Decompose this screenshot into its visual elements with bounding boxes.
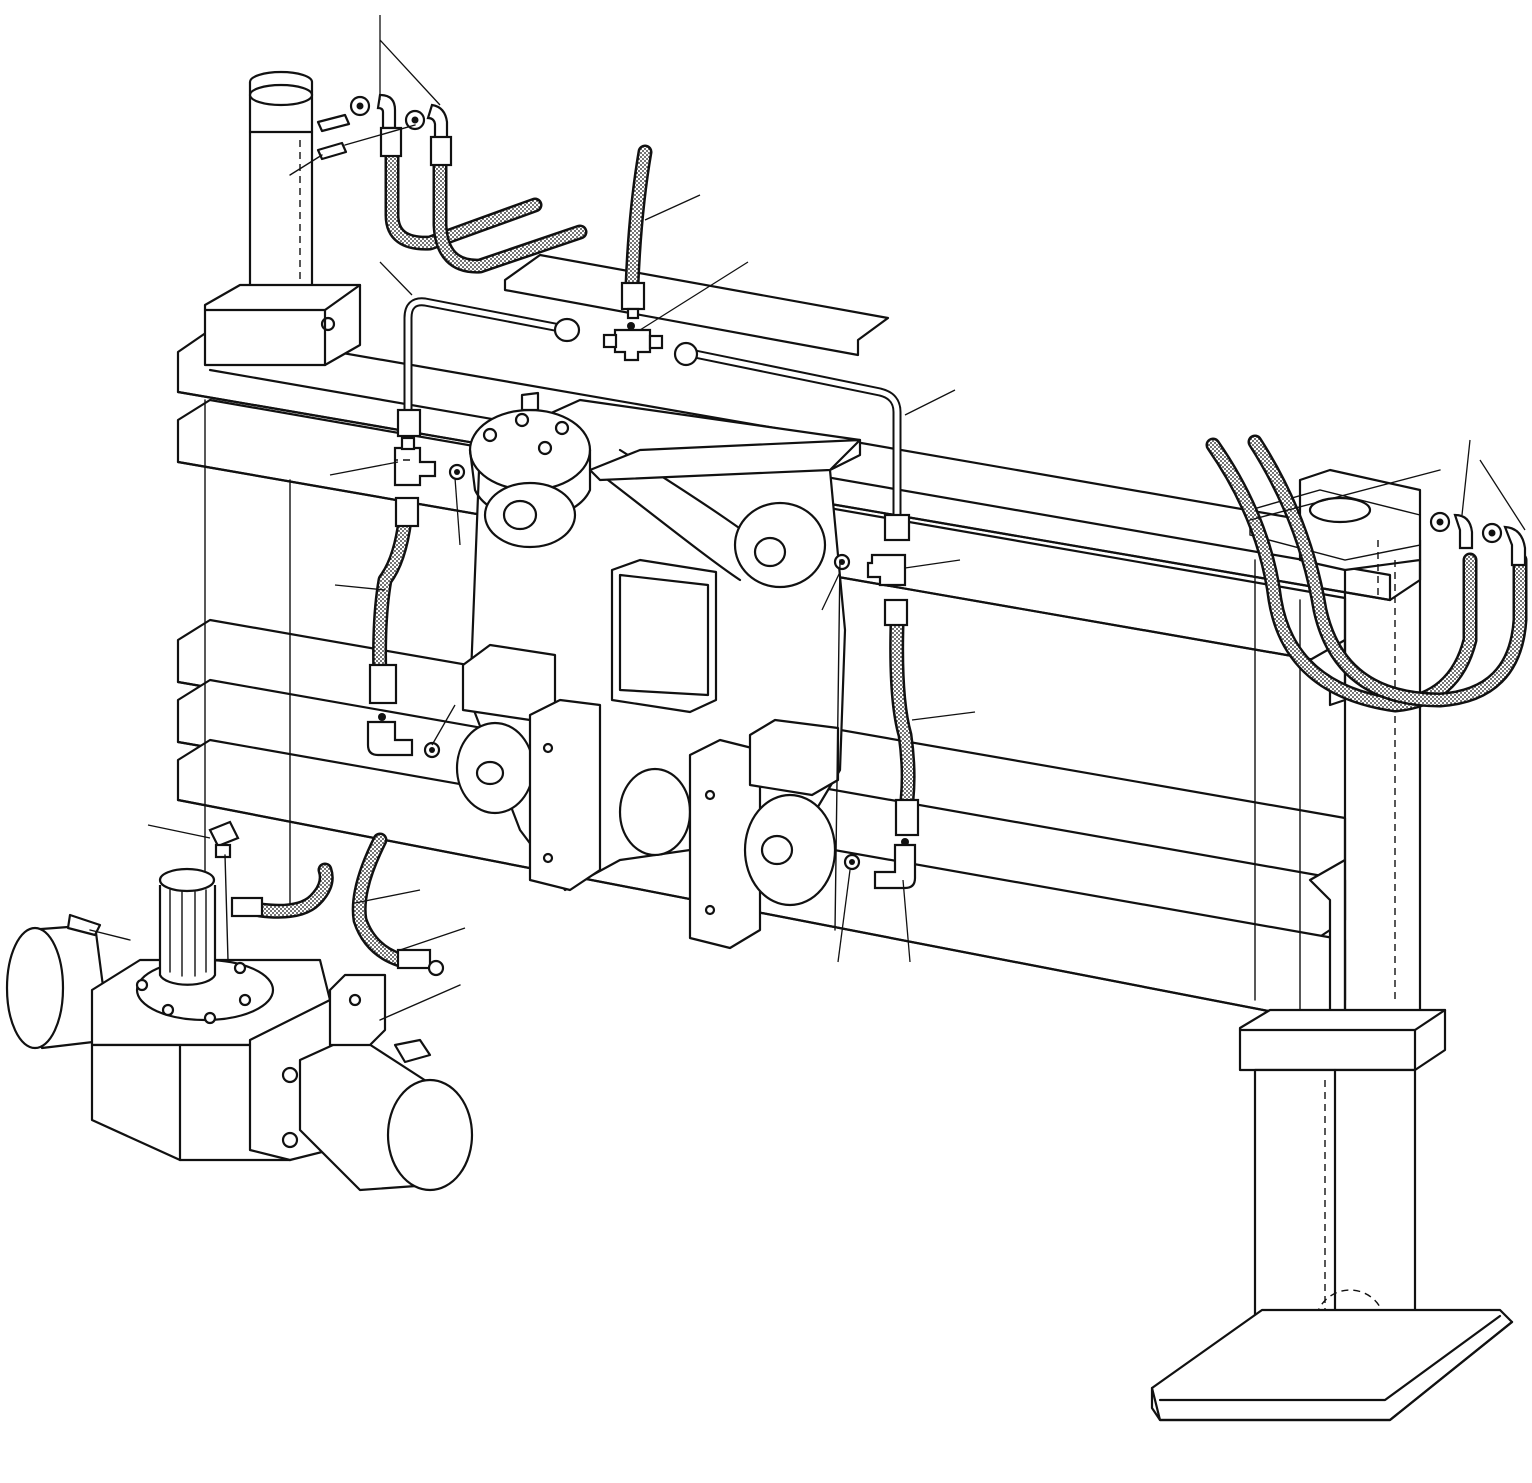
leader-upper-tee <box>639 261 749 331</box>
leader-right-hose-group <box>1461 439 1526 531</box>
fittings <box>208 93 1527 977</box>
leader-lower-right-elbow <box>902 879 911 963</box>
leader-left-hose <box>334 584 386 591</box>
left-column <box>203 70 362 367</box>
hoses <box>252 132 1528 968</box>
leader-lower-left-washer <box>431 704 456 746</box>
leader-right-hose <box>911 711 976 721</box>
leader-left-tee <box>329 461 399 476</box>
gearbox-motor-assembly <box>5 867 474 1192</box>
rigid-pipes <box>403 297 902 525</box>
leader-top-hose <box>644 194 701 221</box>
leader-lines <box>147 15 1526 963</box>
leader-gearbox-hose-2 <box>399 927 466 951</box>
center-lines <box>89 124 1441 1021</box>
leader-upper-left-pipe <box>379 261 413 296</box>
leader-gearbox-hose-1 <box>354 889 421 904</box>
leader-right-washer <box>821 571 841 611</box>
leader-plug <box>147 824 211 839</box>
center-plate <box>455 391 862 950</box>
right-column <box>1150 468 1514 1422</box>
leader-upper-left-hose-group <box>379 15 441 106</box>
leader-left-washer <box>454 477 461 546</box>
leader-upper-right-pipe <box>904 389 956 416</box>
leader-right-tee <box>904 559 961 569</box>
leader-lower-right-washer <box>837 869 851 963</box>
